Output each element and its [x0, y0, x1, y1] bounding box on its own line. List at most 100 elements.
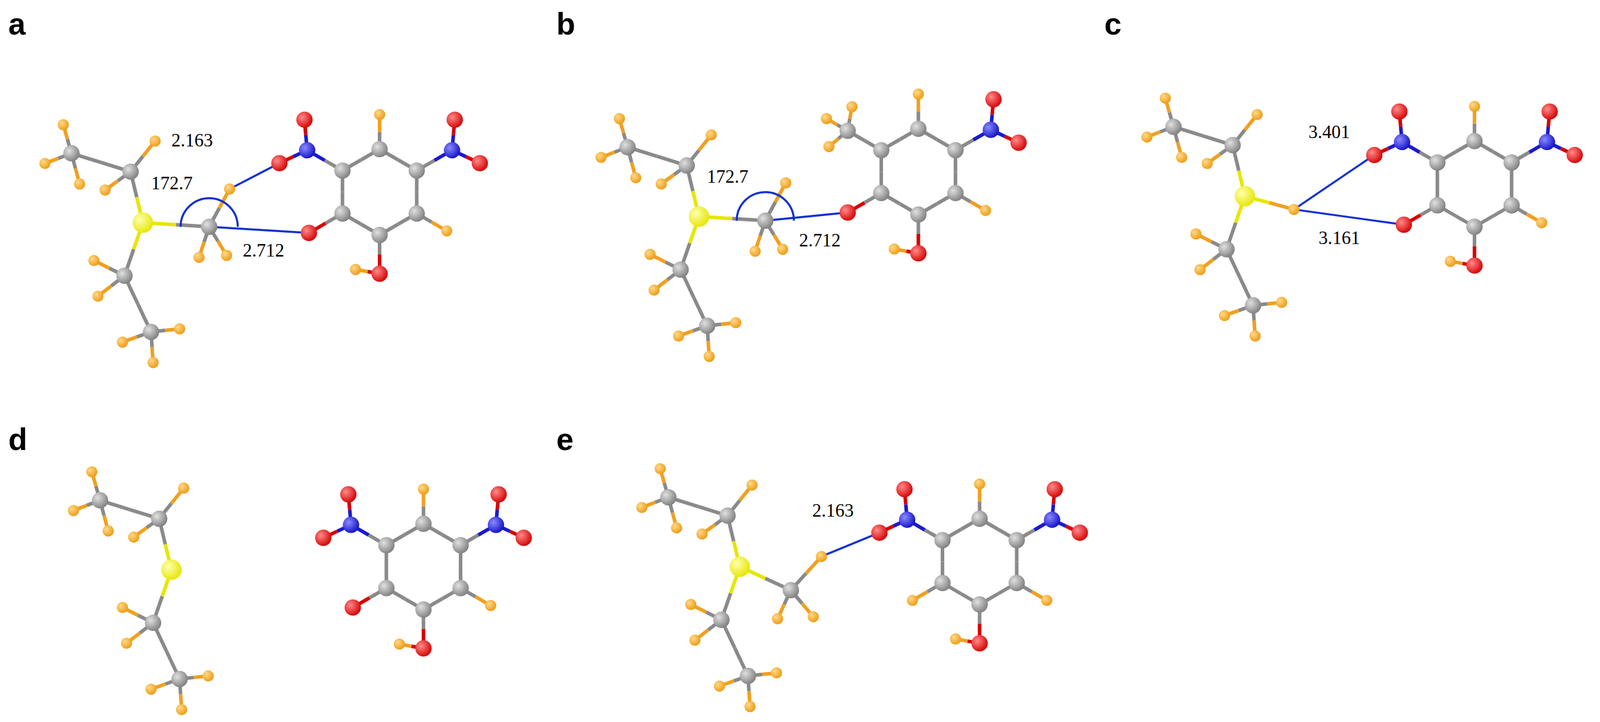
- atom: [839, 204, 856, 221]
- atom: [147, 357, 159, 369]
- atom: [947, 185, 964, 202]
- atom: [440, 224, 453, 237]
- atom: [912, 88, 925, 100]
- atom: [220, 249, 233, 262]
- atom: [484, 599, 497, 612]
- atom: [1503, 154, 1520, 171]
- atom: [415, 640, 432, 657]
- atom: [73, 178, 86, 190]
- atom: [1394, 133, 1411, 150]
- atom: [660, 489, 677, 506]
- atom: [685, 598, 697, 610]
- measurement-value: 3.161: [1318, 228, 1361, 247]
- atom: [63, 145, 80, 162]
- atom: [1244, 296, 1261, 313]
- panel-letter: d: [8, 423, 28, 455]
- atom: [705, 129, 717, 141]
- atom: [807, 611, 819, 623]
- distance-line: [209, 226, 310, 233]
- atoms: [39, 88, 1583, 716]
- atom: [92, 290, 104, 302]
- atom: [780, 177, 792, 189]
- atom: [644, 248, 656, 261]
- atom: [132, 212, 153, 233]
- atom: [88, 254, 100, 266]
- atom: [872, 142, 889, 159]
- atom: [334, 205, 351, 222]
- atom: [145, 614, 162, 631]
- atom: [1466, 257, 1483, 274]
- atom: [719, 507, 736, 524]
- atom: [271, 154, 288, 171]
- atom: [872, 185, 889, 202]
- atom: [910, 120, 927, 137]
- atom: [1141, 131, 1153, 143]
- atom: [223, 183, 236, 195]
- atom: [744, 700, 756, 713]
- atom: [730, 317, 742, 329]
- atom: [595, 151, 607, 164]
- atom: [1218, 310, 1230, 322]
- atom: [1046, 480, 1063, 497]
- measurement-value: 2.712: [799, 230, 841, 250]
- atom: [947, 142, 964, 159]
- measurement-value: 2.163: [171, 130, 214, 150]
- atom: [782, 581, 799, 598]
- atom: [630, 171, 642, 184]
- distance-line: [765, 212, 848, 221]
- atom: [678, 157, 695, 174]
- atom: [1566, 146, 1583, 164]
- atom: [971, 510, 988, 527]
- atom: [888, 243, 900, 255]
- atom: [871, 524, 888, 541]
- atom: [349, 263, 362, 275]
- atom: [67, 504, 80, 516]
- atom: [374, 108, 386, 121]
- atom: [982, 121, 999, 138]
- atom: [151, 510, 168, 527]
- atom: [371, 265, 388, 282]
- atom: [1043, 511, 1060, 528]
- atom: [1218, 240, 1235, 258]
- atom: [1041, 594, 1053, 606]
- atom: [654, 462, 666, 475]
- atom: [171, 670, 188, 687]
- atom: [443, 142, 460, 159]
- atom: [340, 486, 357, 503]
- panel-letter: c: [1104, 8, 1122, 40]
- atom: [846, 101, 858, 113]
- atom: [934, 574, 951, 591]
- distance-line: [821, 532, 880, 557]
- atom: [342, 516, 359, 533]
- atom: [655, 178, 668, 190]
- atom: [116, 601, 128, 613]
- atom: [1190, 228, 1202, 240]
- atom: [471, 154, 488, 171]
- atom: [614, 113, 626, 125]
- atom: [371, 141, 388, 158]
- atom: [1251, 108, 1263, 121]
- atom: [749, 245, 762, 258]
- atom: [910, 206, 927, 223]
- atom: [689, 206, 710, 227]
- atom: [201, 218, 218, 235]
- atom: [934, 531, 951, 549]
- atom: [839, 122, 856, 139]
- distance-lines: [180, 154, 1405, 557]
- atom: [1429, 196, 1446, 214]
- atom: [619, 139, 636, 156]
- atom: [1165, 118, 1182, 135]
- atom: [1071, 524, 1088, 541]
- atom: [1429, 154, 1446, 171]
- atom: [1466, 218, 1483, 235]
- distance-line: [229, 163, 280, 189]
- atom: [672, 330, 685, 342]
- atom: [86, 465, 98, 478]
- atom: [145, 683, 157, 695]
- atom: [671, 521, 683, 534]
- atom: [636, 501, 648, 513]
- distance-line: [1294, 154, 1375, 209]
- atom: [378, 579, 395, 596]
- atom: [378, 536, 395, 553]
- atom: [771, 667, 783, 679]
